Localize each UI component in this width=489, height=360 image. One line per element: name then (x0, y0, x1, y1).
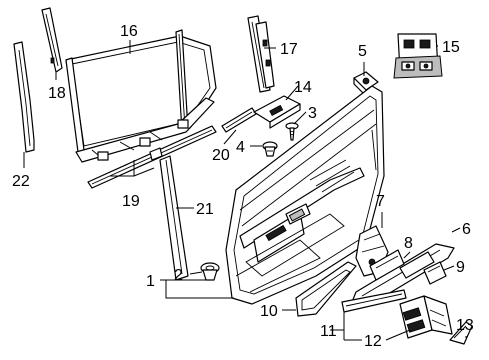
part-12-switch-unit (399, 295, 453, 339)
leader-2 (189, 271, 203, 275)
part-14-switch-panel (253, 95, 301, 129)
callout-5: 5 (358, 43, 367, 60)
callout-20: 20 (212, 147, 230, 164)
leader-9 (443, 265, 455, 271)
part-19-belt-seal (87, 125, 217, 189)
callout-11: 11 (320, 323, 337, 340)
part-17-channel-trim (247, 15, 275, 93)
part-11-tray-strip (341, 289, 407, 313)
part-15-switch-console (393, 33, 443, 79)
callout-7: 7 (376, 193, 385, 210)
callout-8: 8 (404, 235, 413, 252)
callout-18: 18 (48, 85, 66, 102)
callout-22: 22 (12, 173, 30, 190)
leader-12 (385, 329, 411, 341)
leader-8 (403, 251, 411, 259)
callout-10: 10 (260, 303, 278, 320)
callout-14: 14 (294, 79, 312, 96)
part-16-regulator-rail (75, 97, 215, 163)
part-4-clip (262, 141, 278, 157)
part-8-pull-handle (369, 249, 405, 281)
part-20-molding-strip (221, 107, 257, 133)
leader-6 (451, 227, 461, 233)
leader-3 (293, 111, 307, 125)
callout-9: 9 (456, 259, 465, 276)
leader-19b (133, 167, 155, 177)
part-10-pocket-panel (295, 261, 357, 317)
callout-15: 15 (442, 39, 460, 56)
callout-labels: 1 2 3 4 5 6 7 8 9 10 11 12 13 14 15 16 1… (12, 23, 474, 350)
leader-20 (223, 129, 237, 145)
callout-4: 4 (236, 139, 245, 156)
leader-lines (23, 40, 467, 341)
part-2-retainer-clip (200, 262, 220, 281)
callout-16: 16 (120, 23, 138, 40)
leader-14 (285, 85, 299, 101)
callout-3: 3 (308, 105, 317, 122)
part-22-pillar-trim (13, 41, 35, 153)
callout-6: 6 (462, 221, 471, 238)
callout-1: 1 (146, 273, 155, 290)
callout-19: 19 (122, 193, 140, 210)
part-18-pillar-strip (41, 7, 63, 73)
callout-12: 12 (364, 333, 382, 350)
part-9-handle-piece (423, 261, 447, 285)
part-1-door-trim-panel (225, 85, 385, 305)
callout-21: 21 (196, 201, 214, 218)
part-3-screw (285, 122, 299, 141)
part-21-vertical-seal (159, 155, 189, 281)
part-13-end-cover (449, 321, 473, 345)
callout-13: 13 (456, 317, 474, 334)
callout-17: 17 (280, 41, 298, 58)
leader-1 (160, 279, 234, 299)
callout-2: 2 (174, 267, 183, 284)
